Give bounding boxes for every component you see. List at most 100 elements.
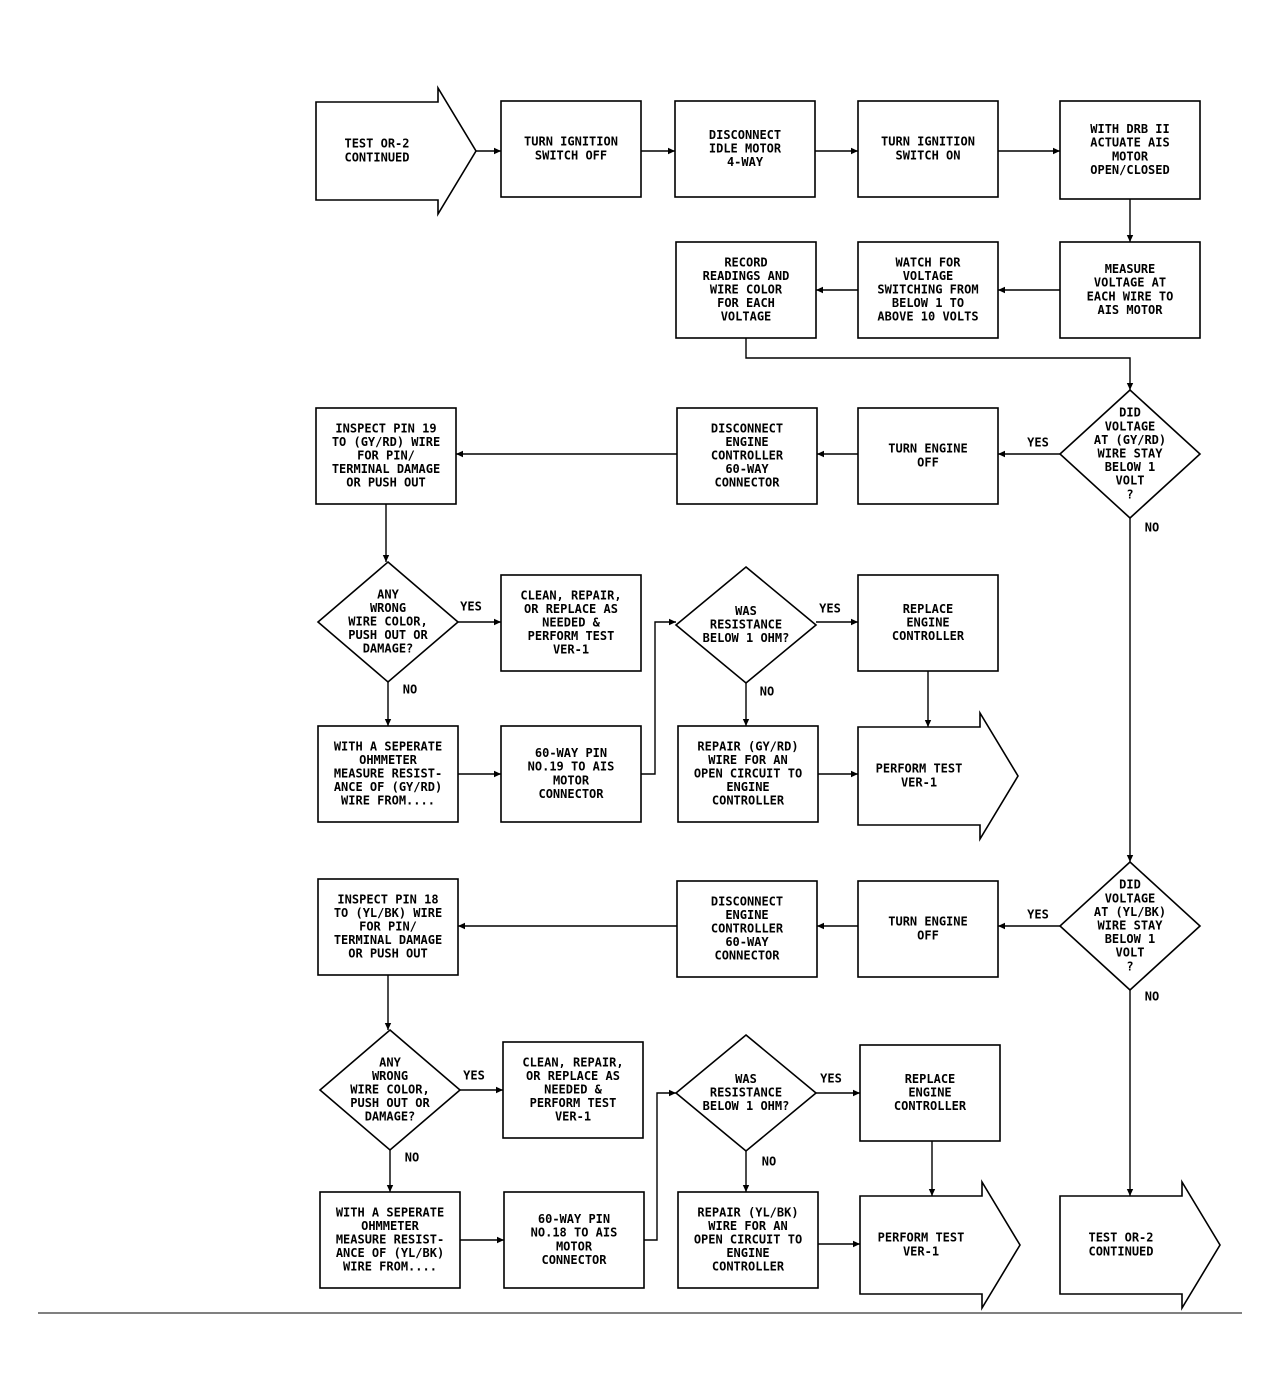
node-text-line: ? <box>1126 487 1133 501</box>
node-text-line: VER-1 <box>553 643 589 657</box>
node-text-line: MEASURE RESIST- <box>334 767 442 781</box>
node-text-line: IDLE MOTOR <box>709 142 782 156</box>
node-text-line: AIS MOTOR <box>1097 303 1163 317</box>
edge-decision1-no-to-decision2 <box>1126 518 1134 862</box>
node-text-line: DISCONNECT <box>711 894 783 908</box>
node-text-line: WRONG <box>370 601 406 615</box>
node-text-line: WIRE FROM.... <box>341 794 435 808</box>
edge-ohmmeter-a-to-pin-a <box>458 770 501 778</box>
node-text-line: READINGS AND <box>703 269 790 283</box>
arrowhead <box>851 147 858 155</box>
node-text-line: PERFORM TEST <box>878 1231 965 1245</box>
node-text-line: CONNECTOR <box>541 1253 607 1267</box>
edge-engine-off-to-disconnect-b <box>817 922 858 930</box>
edge-label-b-any-yes: YES <box>463 1069 485 1083</box>
node-text-line: REPLACE <box>903 602 954 616</box>
node-text-line: VOLT <box>1116 474 1145 488</box>
node-text-line: BELOW 1 OHM? <box>703 631 790 645</box>
arrowhead <box>998 286 1005 294</box>
node-text-line: TEST OR-2 <box>344 137 409 151</box>
edge-any-wrong-b-yes-to-clean <box>460 1086 503 1094</box>
node-text-line: TO (YL/BK) WIRE <box>334 906 442 920</box>
node-text-line: WIRE FOR AN <box>708 1219 787 1233</box>
arrowhead <box>817 922 824 930</box>
edge-replace-b-to-perform <box>928 1141 936 1196</box>
node-text-line: VER-1 <box>901 775 937 789</box>
node-text-line: CONTROLLER <box>712 794 785 808</box>
node-text-line: TURN ENGINE <box>888 915 967 929</box>
node-text-line: MEASURE RESIST- <box>336 1233 444 1247</box>
node-text-line: VOLT <box>1116 946 1145 960</box>
arrowhead <box>669 618 676 626</box>
node-text-line: PERFORM TEST <box>876 762 963 776</box>
box-shape <box>675 241 817 339</box>
node-text-line: CONTINUED <box>344 150 409 164</box>
node-text-line: PUSH OUT OR <box>348 628 428 642</box>
box-shape <box>317 725 459 823</box>
connectors <box>382 147 1134 1248</box>
arrowhead <box>1126 855 1134 862</box>
edge-engine-off-to-disconnect-a <box>817 450 858 458</box>
node-text-line: OR REPLACE AS <box>524 602 618 616</box>
box-shape <box>502 1041 644 1139</box>
edge-inspect-a-to-any-wrong-a <box>382 504 390 562</box>
node-text-line: CONTINUED <box>1088 1244 1153 1258</box>
node-text-line: VOLTAGE AT <box>1094 276 1166 290</box>
node-text-line: OHMMETER <box>361 1219 420 1233</box>
edge-watch-to-record <box>816 286 858 294</box>
node-text-line: SWITCH ON <box>895 148 960 162</box>
node-text-line: OR PUSH OUT <box>348 947 427 961</box>
box-shape <box>857 241 999 339</box>
node-text-line: BELOW 1 OHM? <box>703 1099 790 1113</box>
edge-inspect-b-to-any-wrong-b <box>384 975 392 1030</box>
arrow-shape <box>1059 1179 1221 1311</box>
arrow-shape <box>315 85 477 217</box>
node-text-line: ABOVE 10 VOLTS <box>877 310 978 324</box>
node-text-line: CONTROLLER <box>712 1260 785 1274</box>
connector-line <box>644 1092 676 1241</box>
node-text-line: PERFORM TEST <box>528 629 615 643</box>
arrowhead <box>384 1023 392 1030</box>
node-text-line: CONNECTOR <box>714 949 780 963</box>
edge-label-a-any-no: NO <box>403 683 417 697</box>
node-text-line: CONTROLLER <box>892 629 965 643</box>
node-text-line: WIRE STAY <box>1097 447 1163 461</box>
edge-ohmmeter-b-to-pin-b <box>460 1236 504 1244</box>
node-text-line: ENGINE <box>906 616 949 630</box>
arrowhead <box>928 1189 936 1196</box>
edge-label-a-res-yes: YES <box>819 602 841 616</box>
node-text-line: INSPECT PIN 19 <box>335 421 436 435</box>
node-text-line: TERMINAL DAMAGE <box>332 462 440 476</box>
node-text-line: REPAIR (YL/BK) <box>697 1205 798 1219</box>
edge-resistance-a-yes-to-replace <box>816 618 858 626</box>
node-text-line: INSPECT PIN 18 <box>337 892 438 906</box>
node-text-line: ENGINE <box>725 908 768 922</box>
node-text-line: OHMMETER <box>359 753 418 767</box>
node-text-line: WAS <box>735 604 757 618</box>
node-text-line: TURN IGNITION <box>881 135 975 149</box>
node-text-line: WIRE STAY <box>1097 919 1163 933</box>
node-text-line: FOR PIN/ <box>357 449 415 463</box>
arrow-shape <box>857 710 1019 842</box>
node-text-line: AT (GY/RD) <box>1094 433 1166 447</box>
decision-shape <box>318 1028 462 1152</box>
box-shape <box>674 100 816 198</box>
arrowhead <box>851 618 858 626</box>
box-shape <box>857 407 999 505</box>
box-shape <box>676 407 818 505</box>
box-shape <box>319 1191 461 1289</box>
node-text-line: EACH WIRE TO <box>1087 289 1174 303</box>
arrowhead <box>496 1086 503 1094</box>
box-shape <box>315 407 457 505</box>
